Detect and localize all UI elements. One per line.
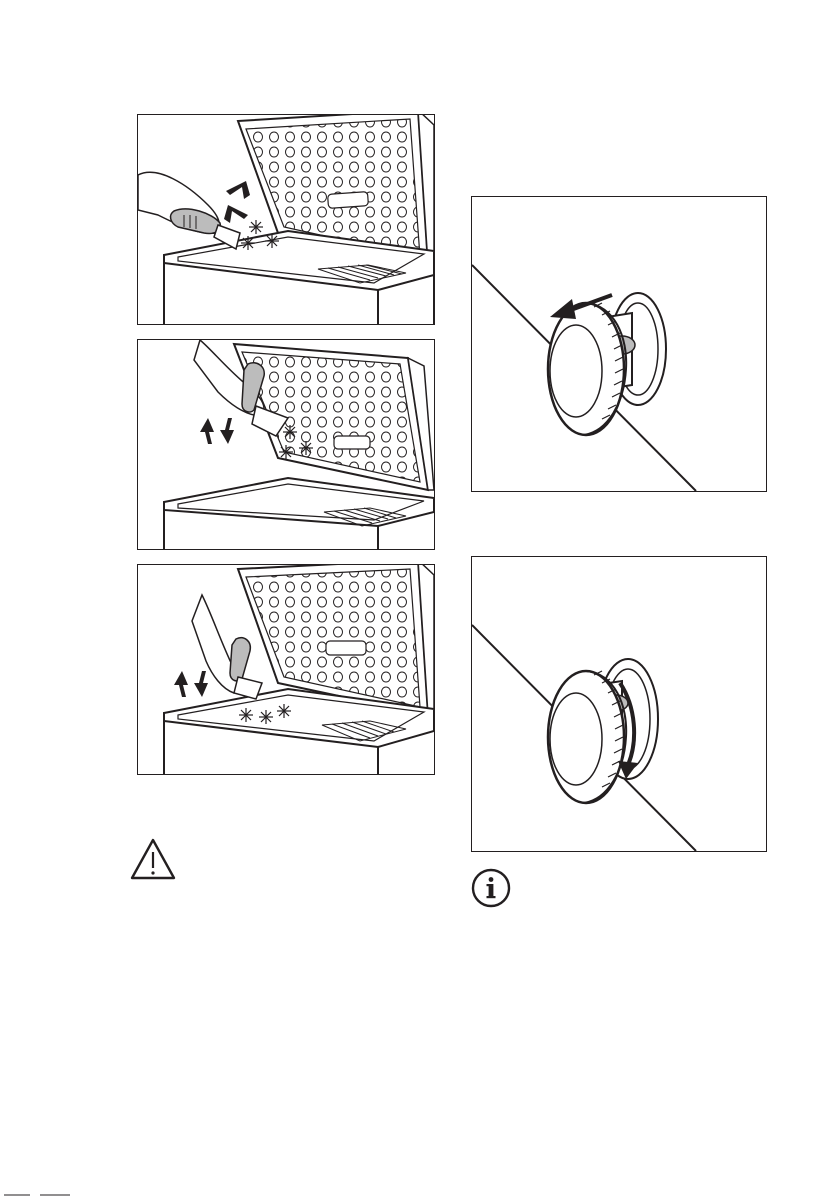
figure-scrape-lid-inner xyxy=(137,339,435,550)
chest-freezer-illustration xyxy=(138,565,434,774)
warning-triangle-icon xyxy=(130,838,176,880)
figure-drain-plug-turn xyxy=(471,556,767,852)
chest-freezer-illustration xyxy=(138,340,434,549)
chest-freezer-illustration xyxy=(138,115,434,324)
figure-scrape-cabinet-floor xyxy=(137,564,435,775)
drain-plug-illustration xyxy=(472,557,766,851)
figure-drain-plug-pull xyxy=(471,196,767,492)
page-corner-mark xyxy=(0,1184,72,1192)
drain-plug-illustration xyxy=(472,197,766,491)
figure-scrape-lid-edge xyxy=(137,114,435,325)
info-circle-icon xyxy=(471,868,511,908)
